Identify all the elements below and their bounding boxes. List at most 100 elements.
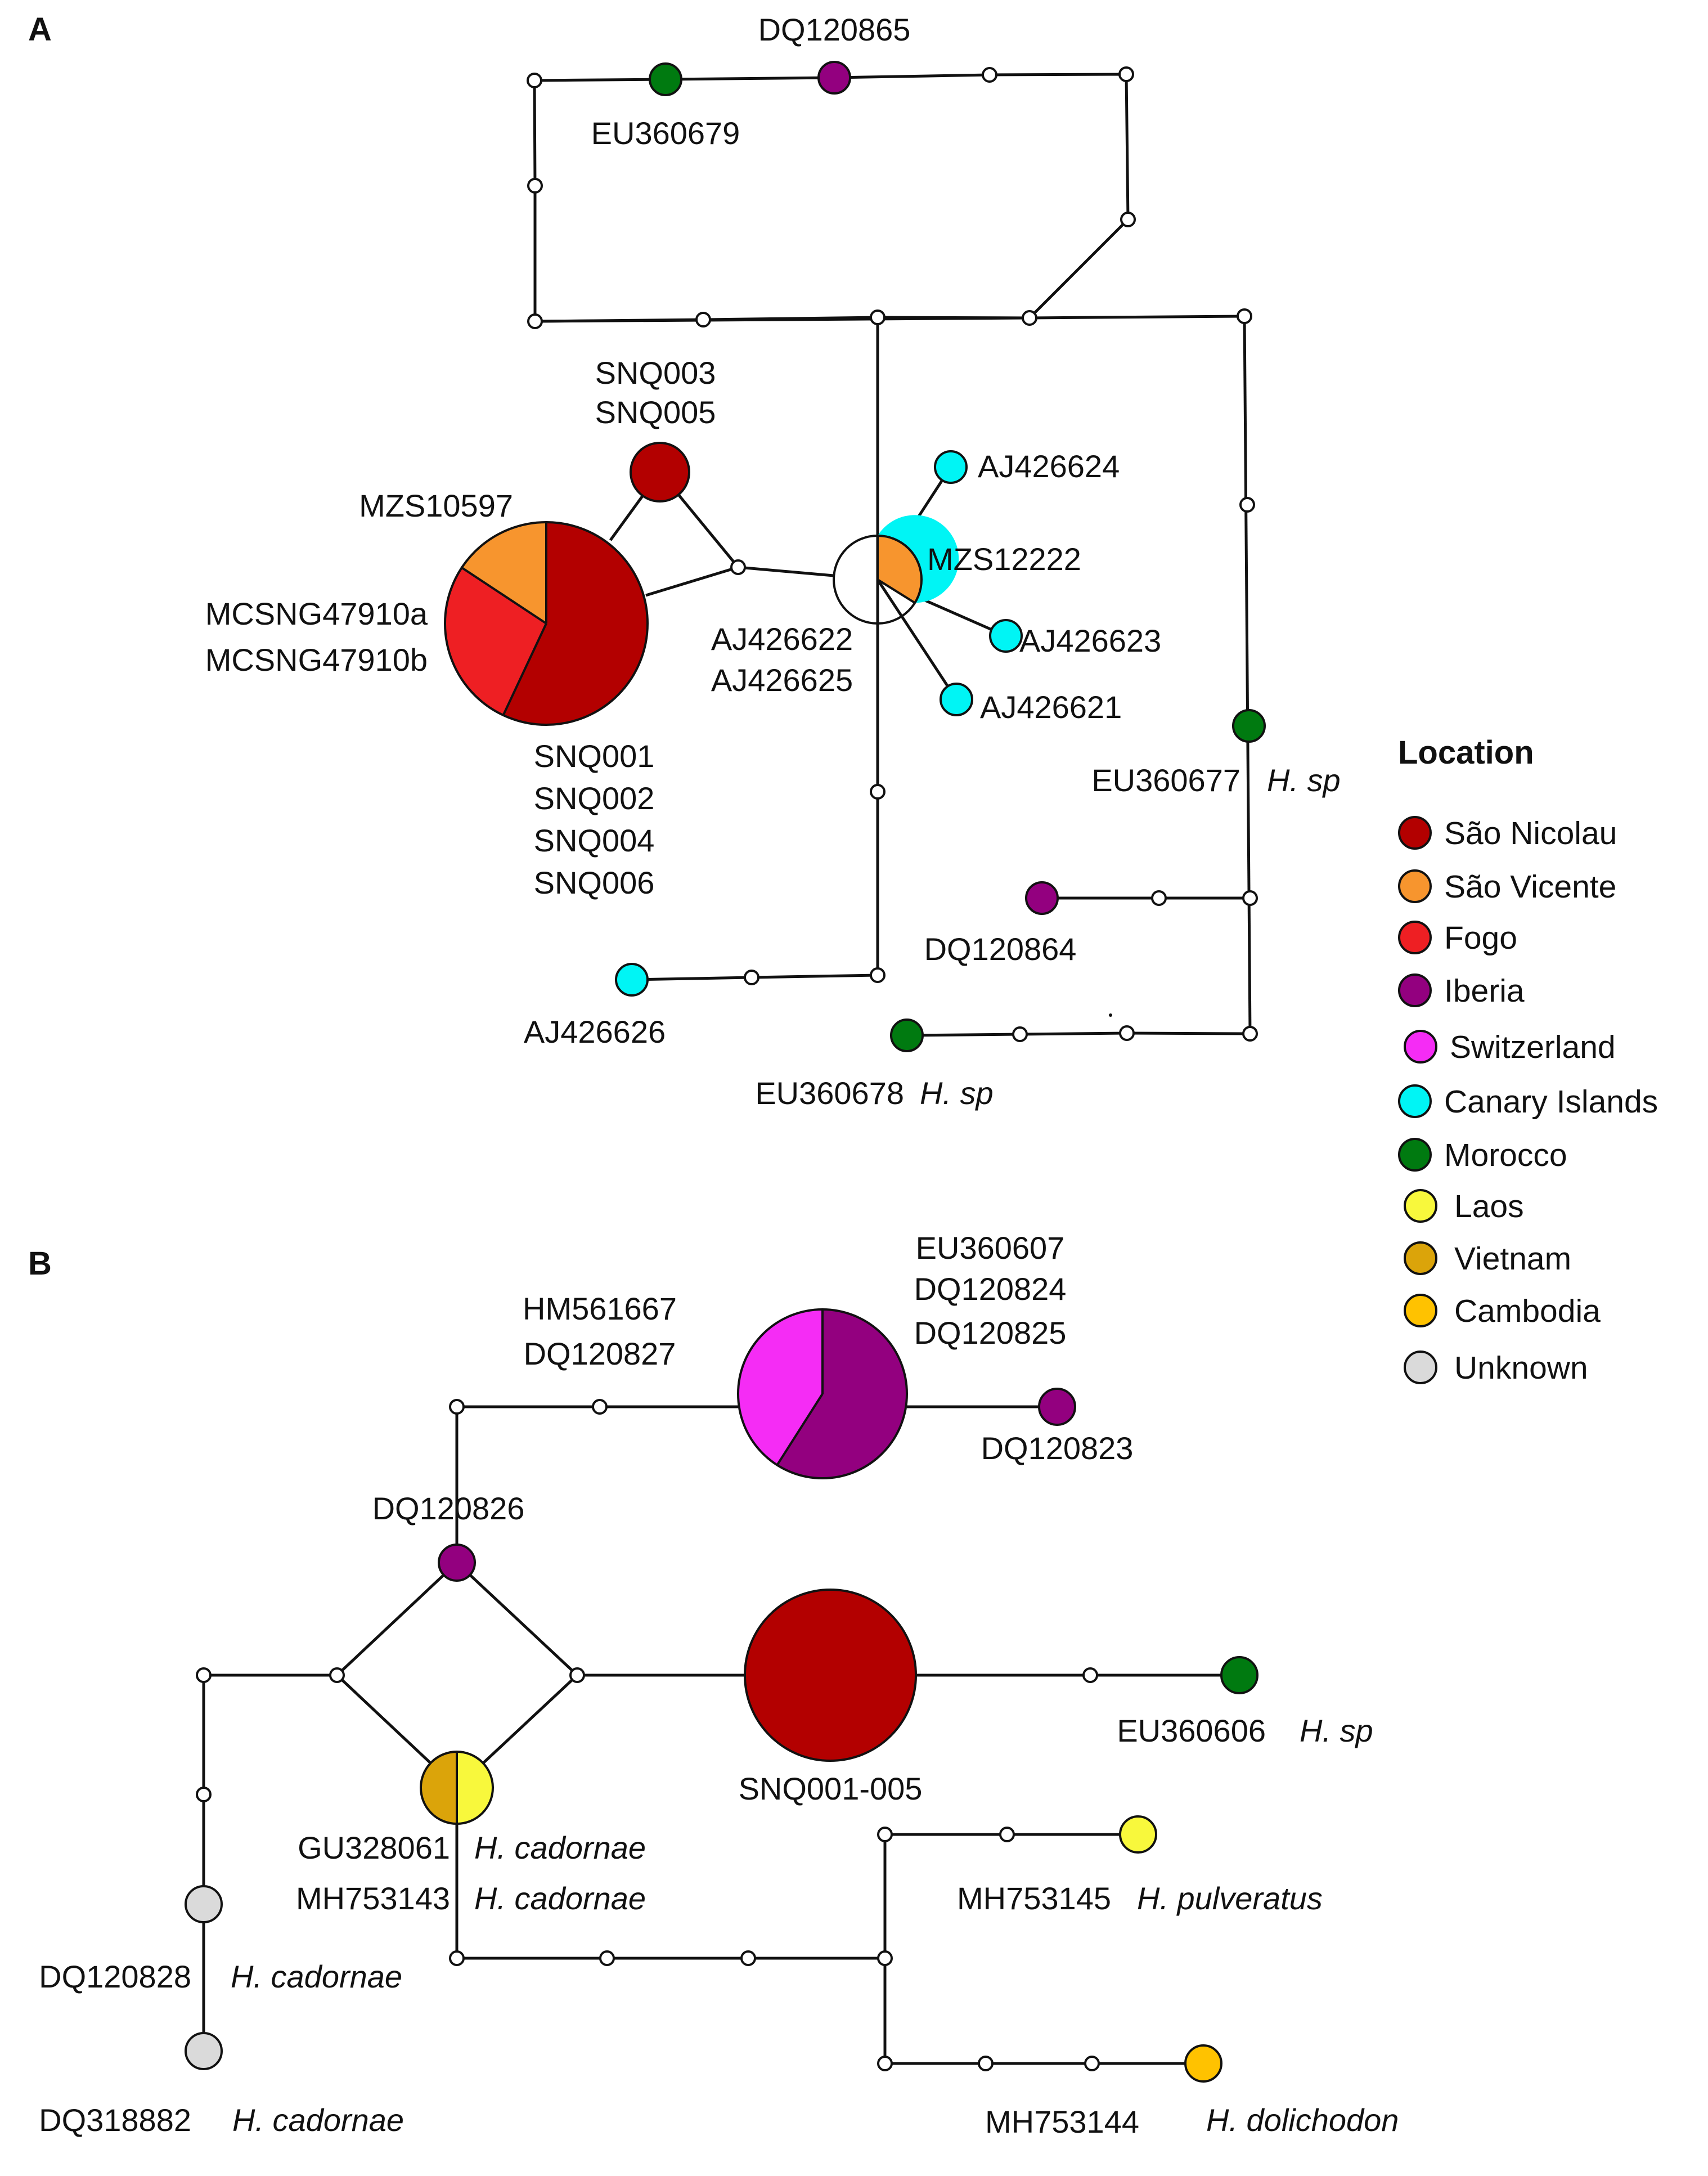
median-vector-node: [982, 67, 997, 83]
label-mh753145-species: H. pulveratus: [1137, 1881, 1323, 1916]
median-vector-node: [329, 1667, 345, 1683]
haplotype-dq120823: [1038, 1388, 1076, 1426]
edge-b-mh753145-branch: [883, 1833, 1138, 1958]
pie-divider: [502, 623, 547, 716]
pie-divider: [776, 1393, 824, 1466]
label-dq318882-species: H. cadornae: [232, 2102, 404, 2138]
median-vector-node: [1119, 1025, 1135, 1041]
haplotype-aj426622-group-pie: [833, 515, 959, 625]
pie-outline: [833, 535, 923, 625]
legend-swatch: [1404, 1351, 1437, 1384]
median-vector-node: [978, 2056, 994, 2071]
pie-outline: [737, 1308, 908, 1479]
label-aj426625: AJ426625: [711, 662, 853, 698]
label-gu328061: GU328061: [298, 1830, 450, 1865]
edge-a-trunk-right: [1243, 316, 1252, 1034]
median-vector-node: [527, 73, 542, 88]
label-aj426624: AJ426624: [978, 448, 1120, 484]
pie-slice-laos: [457, 1752, 493, 1824]
legend-label: São Nicolau: [1444, 815, 1617, 851]
label-aj426622: AJ426622: [711, 621, 853, 657]
pie-slice-sao-vicente: [461, 522, 546, 623]
label-dq120864: DQ120864: [924, 931, 1077, 967]
legend-label: Unknown: [1454, 1350, 1588, 1386]
haplotype-eu360678: [890, 1019, 924, 1052]
edge-b-top-branch: [455, 1405, 738, 1563]
median-vector-node: [599, 1950, 615, 1966]
median-vector-node: [592, 1399, 608, 1415]
legend-label: Morocco: [1444, 1137, 1567, 1173]
pie-divider: [877, 578, 916, 604]
label-dq318882: DQ318882: [39, 2102, 191, 2138]
haplotype-snq003-snq005: [630, 442, 690, 503]
haplotype-dq318882: [185, 2032, 223, 2070]
haplotype-eu360607-group-pie: [737, 1308, 908, 1479]
legend-label: Canary Islands: [1444, 1084, 1658, 1120]
panel-b-nodes: [185, 1308, 1258, 2083]
median-vector-node: [449, 1399, 465, 1415]
panel-label-a: A: [28, 11, 52, 48]
haplotype-snq001-group-pie: [444, 521, 649, 726]
edge-a-eu360678-branch: [906, 1031, 1251, 1037]
pie-outline: [420, 1751, 494, 1825]
median-vector-node: [196, 1787, 212, 1802]
legend-label: Cambodia: [1454, 1293, 1601, 1329]
label-snq005: SNQ005: [595, 394, 716, 430]
label-mcsng47910b: MCSNG47910b: [205, 642, 428, 678]
haplotype-gu328061-group-pie: [420, 1751, 494, 1825]
haplotype-mh753144: [1184, 2044, 1222, 2083]
haplotype-aj426623: [989, 619, 1023, 653]
label-hm561667: HM561667: [523, 1291, 677, 1326]
median-vector-node: [527, 313, 543, 329]
label-mh753144: MH753144: [985, 2104, 1139, 2139]
label-snq006: SNQ006: [534, 865, 655, 900]
median-vector-node: [1239, 497, 1255, 513]
median-vector-node: [569, 1667, 585, 1683]
median-vector-node: [1242, 1026, 1258, 1042]
median-vector-node: [1022, 310, 1037, 326]
haplotype-dq120864: [1025, 881, 1059, 915]
edge-a-canary-aj426621: [876, 578, 958, 701]
median-vector-node: [877, 1950, 893, 1966]
median-vector-node: [1082, 1667, 1098, 1683]
pie-slice-fogo: [444, 567, 546, 715]
label-dq120824: DQ120824: [914, 1271, 1067, 1307]
label-mzs12222: MZS12222: [927, 541, 1081, 577]
pie-slice-sao-nicolau: [503, 522, 648, 725]
label-snq003: SNQ003: [595, 355, 716, 391]
haplotype-snq001-005: [744, 1589, 917, 1762]
legend-swatch: [1404, 1294, 1437, 1327]
haplotype-aj426626: [615, 963, 649, 997]
median-vector-node: [1012, 1026, 1028, 1042]
legend-label: Laos: [1454, 1188, 1524, 1224]
label-dq120828: DQ120828: [39, 1959, 191, 1994]
median-vector-node: [870, 967, 886, 983]
median-vector-node: [1118, 66, 1134, 82]
median-vector-node: [527, 178, 543, 194]
edge-a-bottom-bar: [534, 315, 1245, 323]
median-vector-node: [870, 309, 886, 325]
label-dq120865: DQ120865: [758, 12, 911, 47]
legend-swatch: [1404, 1030, 1437, 1064]
median-vector-node: [744, 970, 759, 985]
legend-label: Iberia: [1444, 973, 1525, 1009]
median-vector-node: [695, 312, 711, 327]
median-vector-node: [740, 1950, 756, 1966]
panel-label-b: B: [28, 1245, 52, 1282]
label-snq001-005: SNQ001-005: [739, 1771, 923, 1806]
pie-outline: [444, 521, 649, 726]
label-dq120825: DQ120825: [914, 1315, 1067, 1351]
haplotype-eu360679: [649, 62, 682, 96]
label-eu360677: EU360677: [1091, 762, 1240, 798]
median-vector-node: [1120, 212, 1136, 227]
label-dq120828-species: H. cadornae: [231, 1959, 402, 1994]
median-vector-node: [1242, 890, 1258, 906]
label-eu360606-species: H. sp: [1300, 1713, 1373, 1748]
median-vector-node: [730, 559, 746, 575]
legend-swatch: [1398, 869, 1432, 903]
legend-swatch: [1398, 1138, 1432, 1172]
label-mh753145: MH753145: [957, 1881, 1111, 1916]
legend-swatch: [1404, 1241, 1437, 1275]
legend-label: Switzerland: [1450, 1029, 1616, 1065]
